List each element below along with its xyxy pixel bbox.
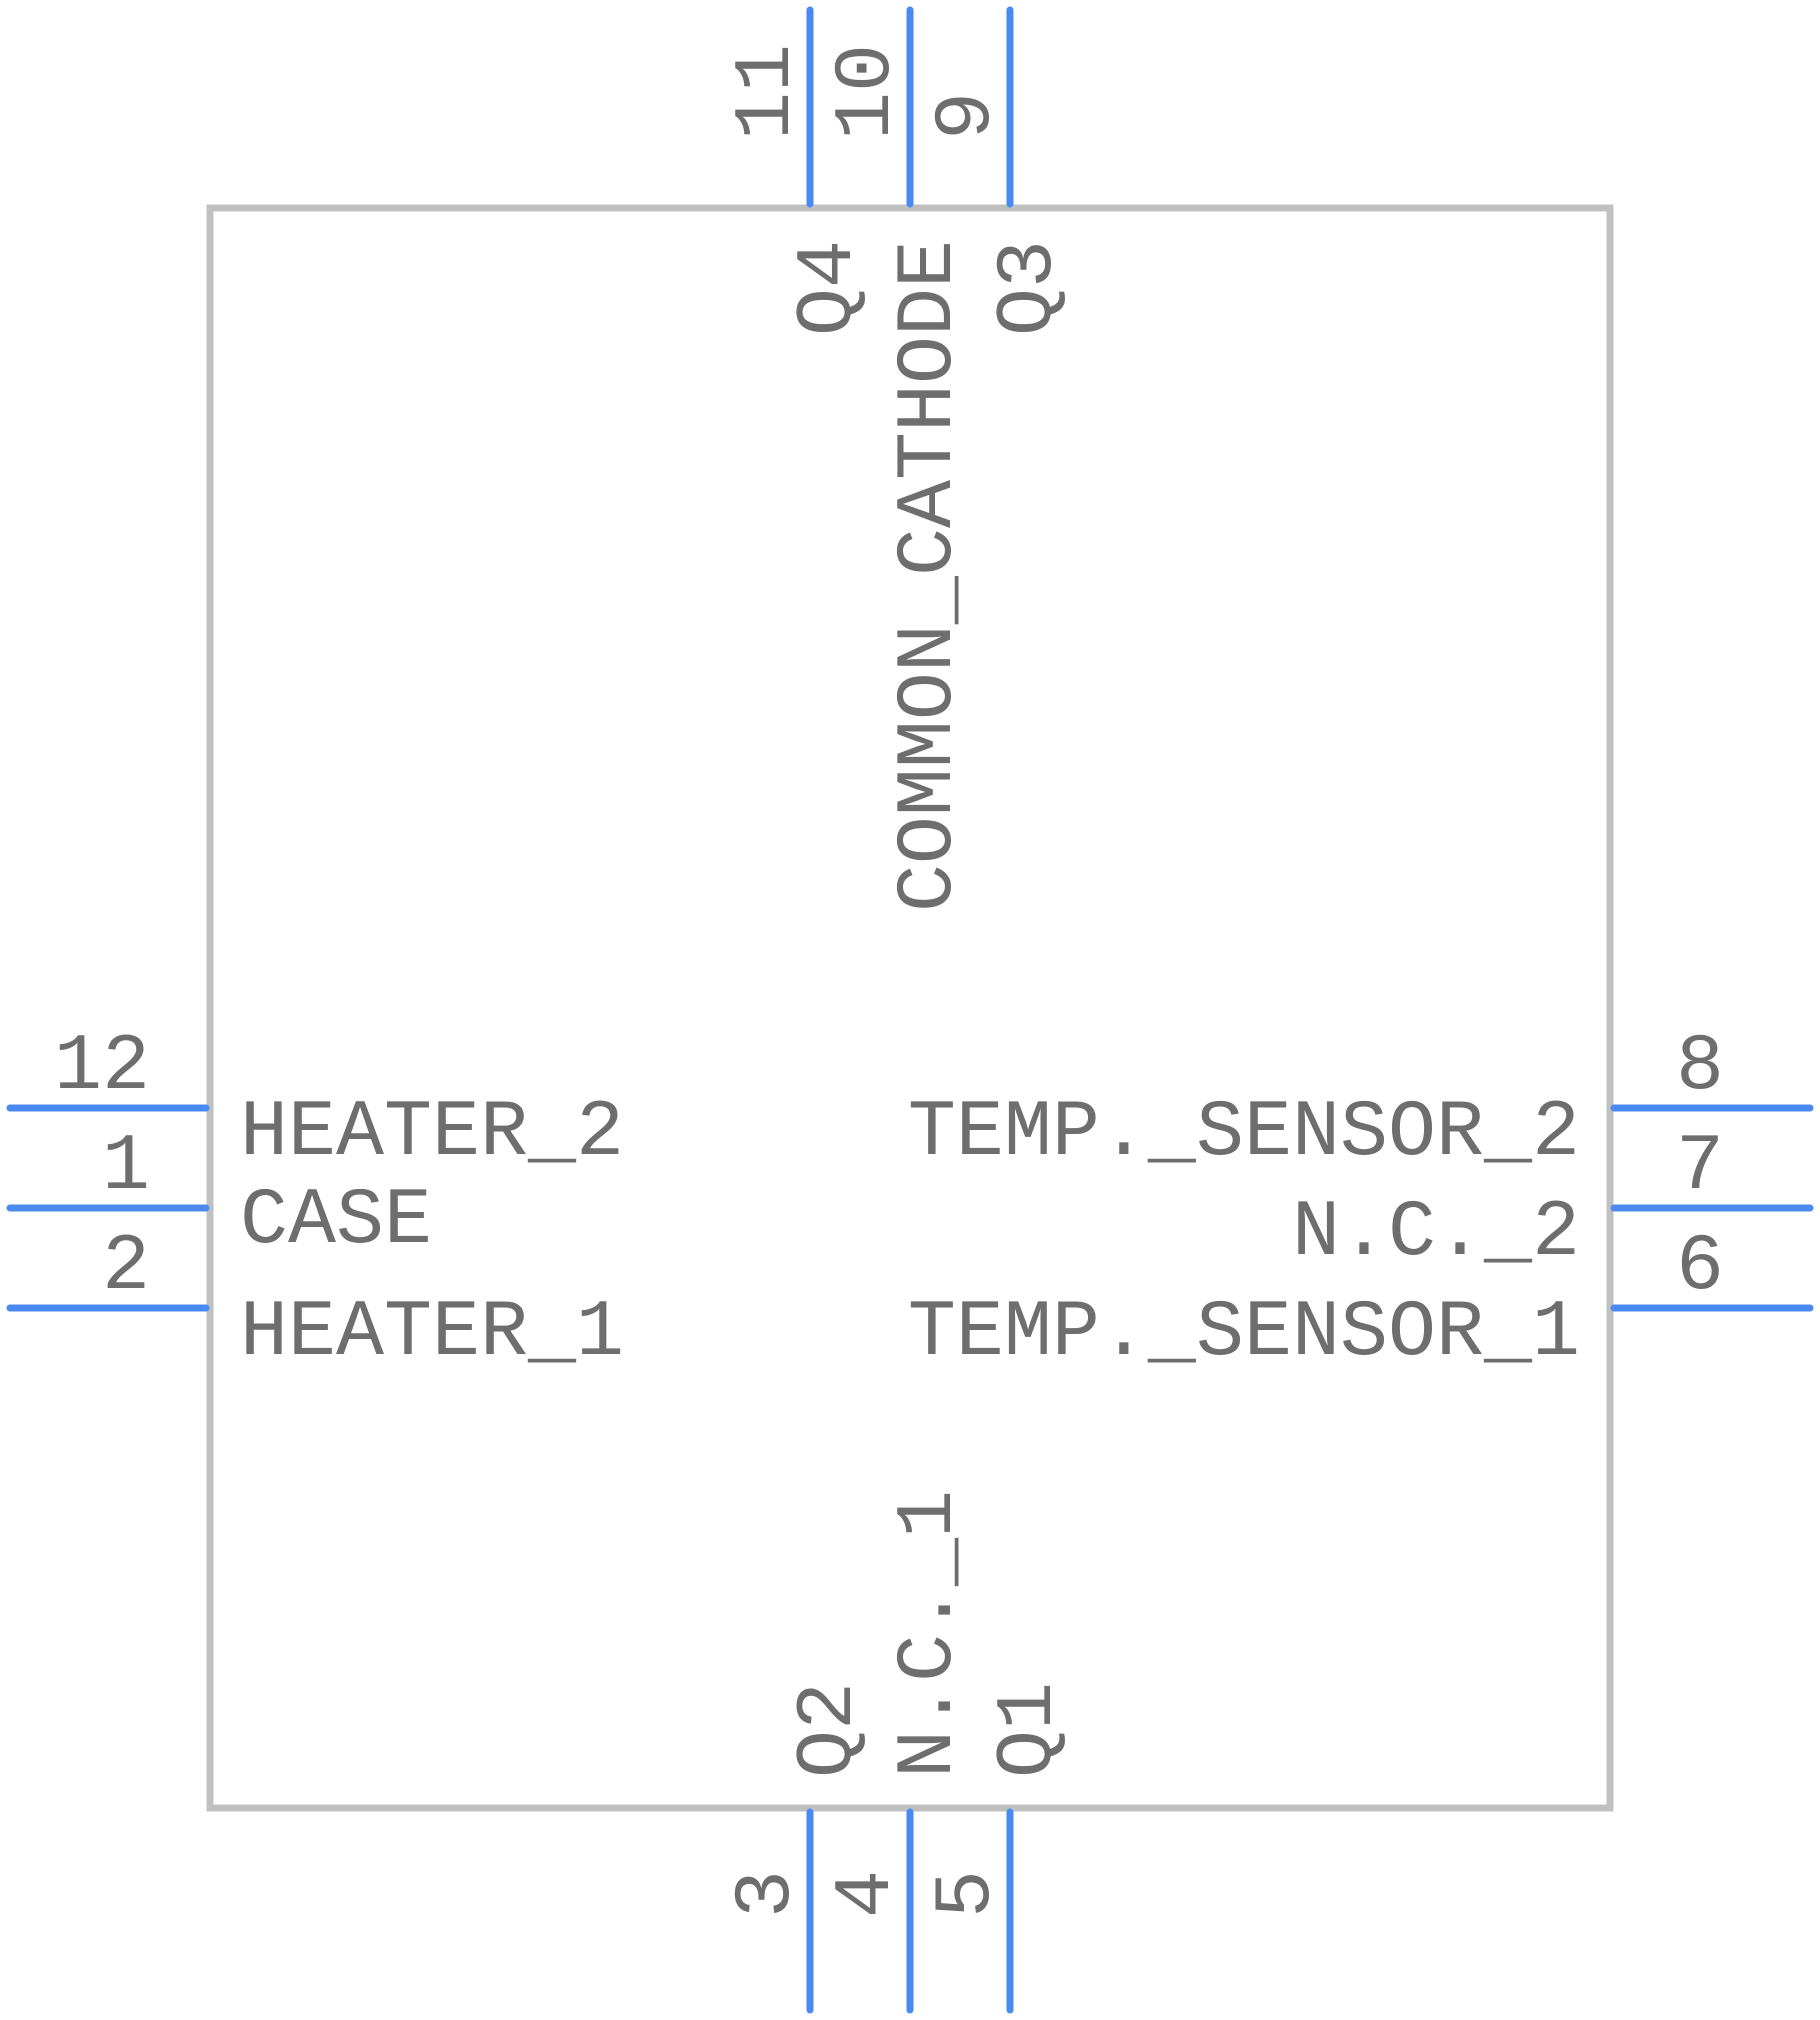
pin-name-q2: Q2 <box>784 1682 875 1778</box>
pin-number-3: 3 <box>722 1870 813 1918</box>
pin-number-2: 2 <box>102 1222 150 1313</box>
pin-number-4: 4 <box>822 1870 913 1918</box>
pin-name-temp-sensor-2: TEMP._SENSOR_2 <box>908 1088 1580 1179</box>
pin-number-5: 5 <box>922 1870 1013 1918</box>
pin-number-12: 12 <box>54 1022 150 1113</box>
pin-number-7: 7 <box>1676 1122 1724 1213</box>
pin-number-10: 10 <box>822 44 913 140</box>
pin-number-6: 6 <box>1676 1222 1724 1313</box>
pin-name-q3: Q3 <box>984 240 1075 336</box>
component-body <box>206 204 1614 1812</box>
pin-name-heater-2: HEATER_2 <box>240 1088 624 1179</box>
pin-number-9: 9 <box>922 92 1013 140</box>
pin-name-nc-1: N.C._1 <box>884 1490 975 1778</box>
pin-number-11: 11 <box>722 44 813 140</box>
pin-number-1: 1 <box>102 1122 150 1213</box>
pin-name-common-cathode: COMMON_CATHODE <box>884 240 975 912</box>
pin-name-q4: Q4 <box>784 240 875 336</box>
pin-name-case: CASE <box>240 1176 432 1267</box>
pin-name-heater-1: HEATER_1 <box>240 1288 624 1379</box>
pin-name-q1: Q1 <box>984 1682 1075 1778</box>
pin-name-temp-sensor-1: TEMP._SENSOR_1 <box>908 1288 1580 1379</box>
pin-number-8: 8 <box>1676 1022 1724 1113</box>
pin-name-nc-2: N.C._2 <box>1292 1188 1580 1279</box>
